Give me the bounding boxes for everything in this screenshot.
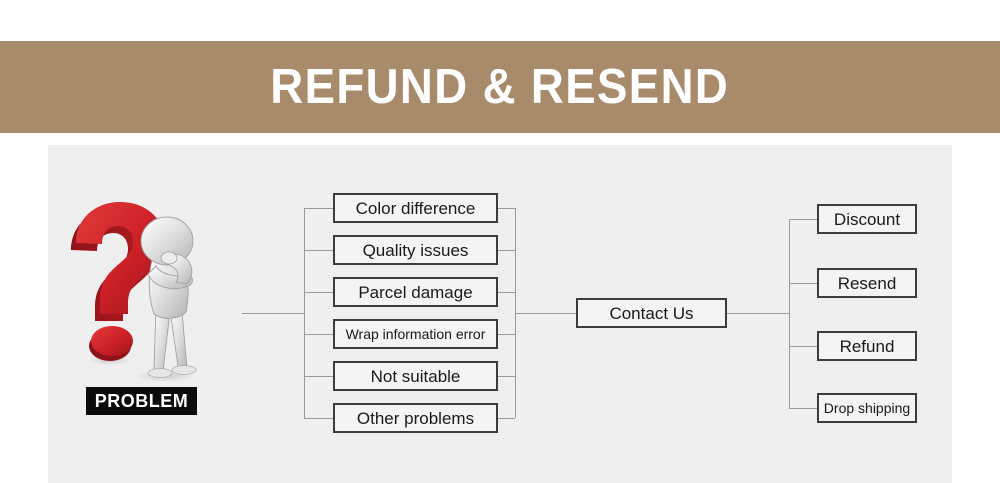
connector-solution-branch-3 <box>789 346 817 347</box>
connector-left-branch-5 <box>304 376 333 377</box>
solution-label: Discount <box>833 209 901 229</box>
problem-label: Parcel damage <box>358 282 473 302</box>
contact-us-box[interactable]: Contact Us <box>576 298 727 328</box>
connector-left-branch-6 <box>304 418 333 419</box>
connector-right-branch-6 <box>498 418 515 419</box>
header-banner: REFUND & RESEND <box>0 41 1000 133</box>
problem-box-not-suitable[interactable]: Not suitable <box>333 361 498 391</box>
problem-label: Not suitable <box>370 366 461 386</box>
connector-solution-branch-1 <box>789 219 817 220</box>
question-mark-icon <box>70 200 220 395</box>
diagram-panel: Color difference Quality issues Parcel d… <box>48 145 952 483</box>
connector-right-branch-4 <box>498 334 515 335</box>
connector-left-branch-2 <box>304 250 333 251</box>
problem-box-quality-issues[interactable]: Quality issues <box>333 235 498 265</box>
problem-box-color-difference[interactable]: Color difference <box>333 193 498 223</box>
problem-box-parcel-damage[interactable]: Parcel damage <box>333 277 498 307</box>
problem-box-other-problems[interactable]: Other problems <box>333 403 498 433</box>
connector-contact-to-solutions <box>727 313 789 314</box>
connector-solution-branch-2 <box>789 283 817 284</box>
connector-right-branch-5 <box>498 376 515 377</box>
connector-left-trunk <box>304 208 305 418</box>
problem-label: Quality issues <box>362 240 469 260</box>
solution-label: Drop shipping <box>823 400 911 416</box>
solution-label: Refund <box>839 336 895 356</box>
problem-label: Color difference <box>355 198 476 218</box>
connector-left-branch-4 <box>304 334 333 335</box>
connector-left-branch-1 <box>304 208 333 209</box>
connector-right-branch-1 <box>498 208 515 209</box>
question-mark-shape <box>76 202 164 314</box>
solution-label: Resend <box>837 273 897 293</box>
connector-right-branch-2 <box>498 250 515 251</box>
connector-collector-to-contact <box>515 313 576 314</box>
solution-box-resend[interactable]: Resend <box>817 268 917 298</box>
solution-box-discount[interactable]: Discount <box>817 204 917 234</box>
connector-root-stub <box>242 313 304 314</box>
connector-right-branch-3 <box>498 292 515 293</box>
thinking-person-figure <box>140 216 197 378</box>
problem-label: Other problems <box>356 408 475 428</box>
connector-solution-branch-4 <box>789 408 817 409</box>
connector-solutions-trunk <box>789 219 790 408</box>
contact-us-label: Contact Us <box>609 303 694 323</box>
problem-label: Wrap information error <box>345 326 486 342</box>
problem-badge: PROBLEM <box>86 387 197 415</box>
question-mark-dot <box>91 326 133 356</box>
page-title: REFUND & RESEND <box>270 59 730 114</box>
solution-box-drop-shipping[interactable]: Drop shipping <box>817 393 917 423</box>
solution-box-refund[interactable]: Refund <box>817 331 917 361</box>
problem-badge-label: PROBLEM <box>94 391 189 411</box>
connector-left-branch-3 <box>304 292 333 293</box>
problem-box-wrap-information-error[interactable]: Wrap information error <box>333 319 498 349</box>
